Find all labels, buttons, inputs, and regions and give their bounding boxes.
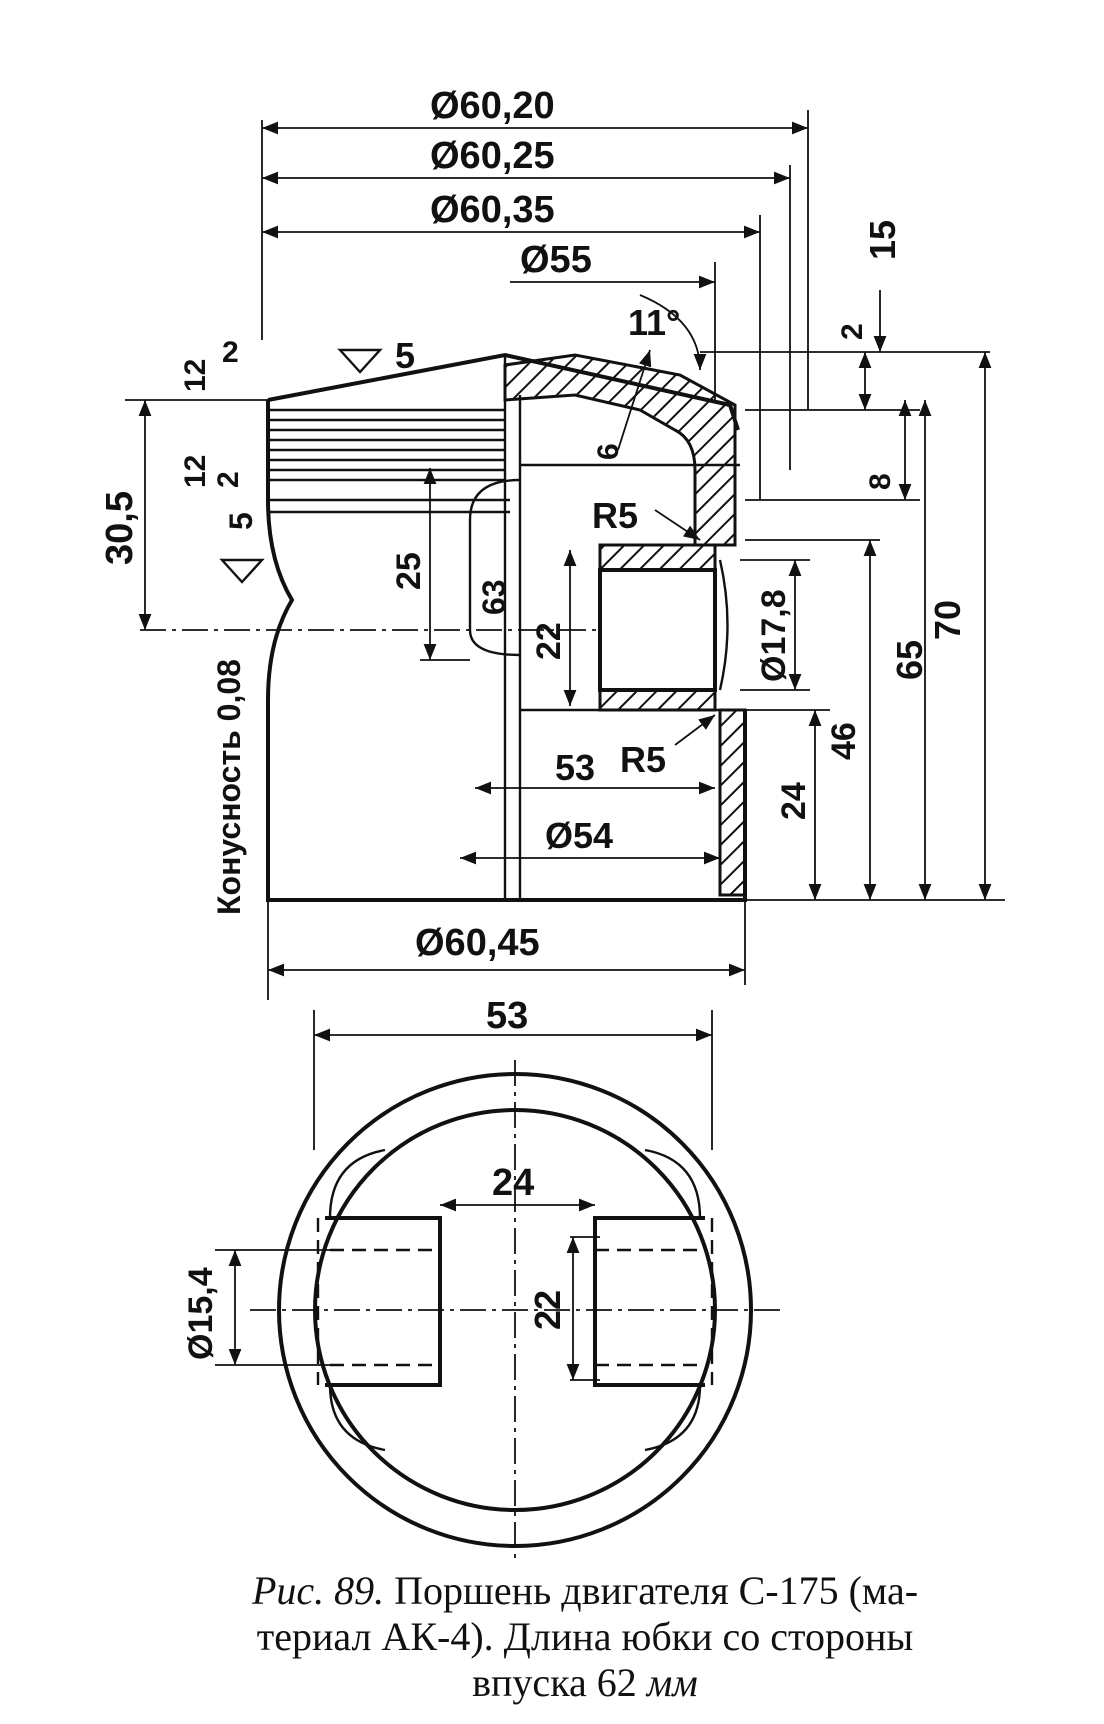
dim-2c: 2 [836,323,869,340]
skirt-section [718,708,747,897]
taper-note: Конусность 0,08 [211,659,247,915]
crown-section [503,353,737,547]
caption-line-3: впуска 62 мм [120,1660,1050,1706]
dim-65: 65 [889,640,930,680]
dim-d17-8: Ø17,8 [755,589,793,682]
dim-30-5: 30,5 [99,491,141,565]
dim-24-bottom: 24 [492,1162,534,1204]
piston-outline [266,400,747,902]
dim-12b: 12 [179,455,212,488]
ring-grooves [268,408,510,514]
bottom-view: 53 24 Ø15,4 22 [182,995,780,1560]
dim-d15-4: Ø15,4 [182,1267,220,1360]
caption-line-2: териал АК-4). Длина юбки со стороны [256,1614,914,1659]
roughness-mark-side [219,558,265,584]
caption-line-1: Рис. 89. Поршень двигателя С-175 (ма- [120,1568,1050,1614]
piston-drawing: Ø60,20 Ø60,25 Ø60,35 Ø55 11° 5 5 2 12 12… [99,85,1005,1560]
dim-r5-bottom: R5 [620,739,666,780]
dim-25: 25 [390,552,428,590]
dim-8: 8 [864,473,897,490]
caption-text-1: Поршень двигателя С-175 (ма- [394,1568,919,1613]
dim-70: 70 [927,600,968,640]
dim-d55: Ø55 [520,239,592,281]
dim-d60-25: Ø60,25 [430,135,555,177]
dim-d60-45: Ø60,45 [415,922,540,964]
dim-angle: 11° [628,302,680,343]
dim-53-bottom: 53 [486,995,528,1037]
dim-63: 63 [476,579,512,615]
dim-24-side: 24 [775,782,813,820]
dim-d54: Ø54 [545,815,613,856]
dim-15: 15 [862,220,903,260]
dim-2b: 2 [212,471,245,488]
dim-roughness-side: 5 [223,512,259,530]
side-view: Ø60,20 Ø60,25 Ø60,35 Ø55 11° 5 5 2 12 12… [99,85,1005,1000]
roughness-mark-top [337,348,383,374]
dim-6: 6 [592,443,625,460]
dim-d60-35: Ø60,35 [430,189,555,231]
boss-bottom-section [598,688,717,712]
caption-text-3: впуска 62 [472,1660,637,1705]
dim-22: 22 [530,622,568,660]
dim-22-bottom: 22 [527,1290,568,1330]
dim-r5-top: R5 [592,495,638,536]
pin-bore [598,568,717,692]
caption-unit: мм [646,1660,698,1705]
figure-caption: Рис. 89. Поршень двигателя С-175 (ма- те… [120,1568,1050,1706]
caption-fig-label: Рис. 89. [251,1568,385,1613]
dim-d60-20: Ø60,20 [430,85,555,127]
dim-46: 46 [825,722,863,760]
boss-top-section [598,543,717,572]
dim-2a: 2 [222,336,239,369]
dim-12a: 12 [179,359,212,392]
dim-53-side: 53 [555,747,595,788]
dim-roughness-top: 5 [395,335,415,376]
